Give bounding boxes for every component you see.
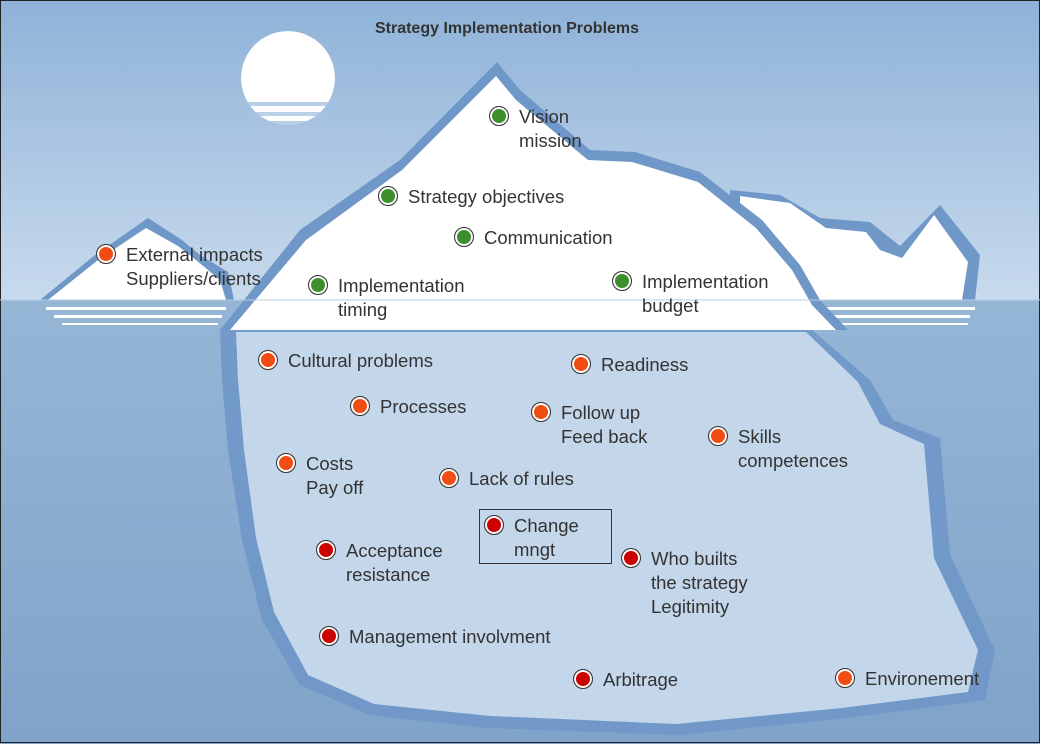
problem-item-communication: Communication	[454, 226, 613, 250]
problem-label: Cultural problems	[288, 349, 433, 373]
orange-status-dot-icon	[276, 453, 296, 473]
problem-label: Readiness	[601, 353, 688, 377]
problem-label-line: Who builts	[651, 548, 738, 569]
problem-label-line: Vision	[519, 106, 570, 127]
iceberg-underwater	[220, 330, 995, 735]
problem-label: Processes	[380, 395, 466, 419]
problem-label-line: the strategy	[651, 572, 748, 593]
change-mngt-highlight-box	[479, 509, 612, 564]
problem-label-line: Feed back	[561, 426, 648, 447]
problem-label-line: budget	[642, 295, 699, 316]
problem-label: Environement	[865, 667, 979, 691]
green-status-dot-icon	[308, 275, 328, 295]
green-status-dot-icon	[378, 186, 398, 206]
problem-label-line: mngt	[514, 539, 556, 560]
red-status-dot-icon	[573, 669, 593, 689]
problem-label: Strategy objectives	[408, 185, 564, 209]
diagram-title: Strategy Implementation Problems	[374, 20, 640, 37]
problem-label-line: resistance	[346, 564, 431, 585]
problem-label: Implementation budget	[642, 270, 768, 318]
red-status-dot-icon	[319, 626, 339, 646]
orange-status-dot-icon	[258, 350, 278, 370]
iceberg-above-water	[220, 62, 848, 330]
problem-item-management-involvment: Management involvment	[319, 625, 551, 649]
orange-status-dot-icon	[835, 668, 855, 688]
green-status-dot-icon	[489, 106, 509, 126]
problem-label-line: Readiness	[601, 354, 689, 375]
problem-label-line: Change	[514, 515, 579, 536]
problem-label-line: Skills	[738, 426, 782, 447]
orange-status-dot-icon	[350, 396, 370, 416]
problem-label-line: Processes	[380, 396, 467, 417]
problem-label: Vision mission	[519, 105, 582, 153]
problem-label: Follow up Feed back	[561, 401, 647, 449]
red-status-dot-icon	[484, 515, 504, 535]
problem-label-line: timing	[338, 299, 388, 320]
problem-item-acceptance: Acceptance resistance	[316, 539, 443, 587]
problem-label: Acceptance resistance	[346, 539, 443, 587]
problem-label-line: Lack of rules	[469, 468, 574, 489]
orange-status-dot-icon	[439, 468, 459, 488]
orange-status-dot-icon	[96, 244, 116, 264]
problem-label-line: mission	[519, 130, 582, 151]
problem-label-line: competences	[738, 450, 849, 471]
green-status-dot-icon	[454, 227, 474, 247]
problem-item-change-mngt: Change mngt	[484, 514, 579, 562]
problem-item-skills: Skills competences	[708, 425, 848, 473]
problem-label-line: Legitimity	[651, 596, 730, 617]
problem-item-environement: Environement	[835, 667, 979, 691]
problem-label: Implementation timing	[338, 274, 464, 322]
problem-label: Change mngt	[514, 514, 579, 562]
red-status-dot-icon	[621, 548, 641, 568]
problem-item-lack-of-rules: Lack of rules	[439, 467, 574, 491]
problem-label: Management involvment	[349, 625, 551, 649]
problem-label-line: Pay off	[306, 477, 364, 498]
problem-item-readiness: Readiness	[571, 353, 688, 377]
red-status-dot-icon	[316, 540, 336, 560]
orange-status-dot-icon	[708, 426, 728, 446]
problem-item-cultural-problems: Cultural problems	[258, 349, 433, 373]
problem-item-implementation-budget: Implementation budget	[612, 270, 768, 318]
problem-item-strategy-objectives: Strategy objectives	[378, 185, 564, 209]
orange-status-dot-icon	[571, 354, 591, 374]
sun-icon	[241, 31, 335, 125]
problem-label-line: Suppliers/clients	[126, 268, 261, 289]
problem-item-processes: Processes	[350, 395, 466, 419]
green-status-dot-icon	[612, 271, 632, 291]
problem-label-line: Follow up	[561, 402, 641, 423]
problem-label-line: Communication	[484, 227, 613, 248]
left-small-iceberg	[40, 218, 234, 325]
problem-label-line: External impacts	[126, 244, 263, 265]
problem-label-line: Acceptance	[346, 540, 443, 561]
problem-label-line: Costs	[306, 453, 354, 474]
problem-label-line: Arbitrage	[603, 669, 679, 690]
problem-item-implementation-timing: Implementation timing	[308, 274, 464, 322]
problem-label: Arbitrage	[603, 668, 678, 692]
problem-label-line: Strategy objectives	[408, 186, 565, 207]
problem-label-line: Cultural problems	[288, 350, 433, 371]
problem-label: Lack of rules	[469, 467, 574, 491]
problem-label-line: Implementation	[338, 275, 465, 296]
problem-label-line: Environement	[865, 668, 980, 689]
problem-label: Skills competences	[738, 425, 848, 473]
problem-label: Communication	[484, 226, 613, 250]
problem-label-line: Management involvment	[349, 626, 551, 647]
problem-item-follow-up: Follow up Feed back	[531, 401, 647, 449]
problem-label-line: Implementation	[642, 271, 769, 292]
problem-item-vision: Vision mission	[489, 105, 582, 153]
problem-item-arbitrage: Arbitrage	[573, 668, 678, 692]
orange-status-dot-icon	[531, 402, 551, 422]
